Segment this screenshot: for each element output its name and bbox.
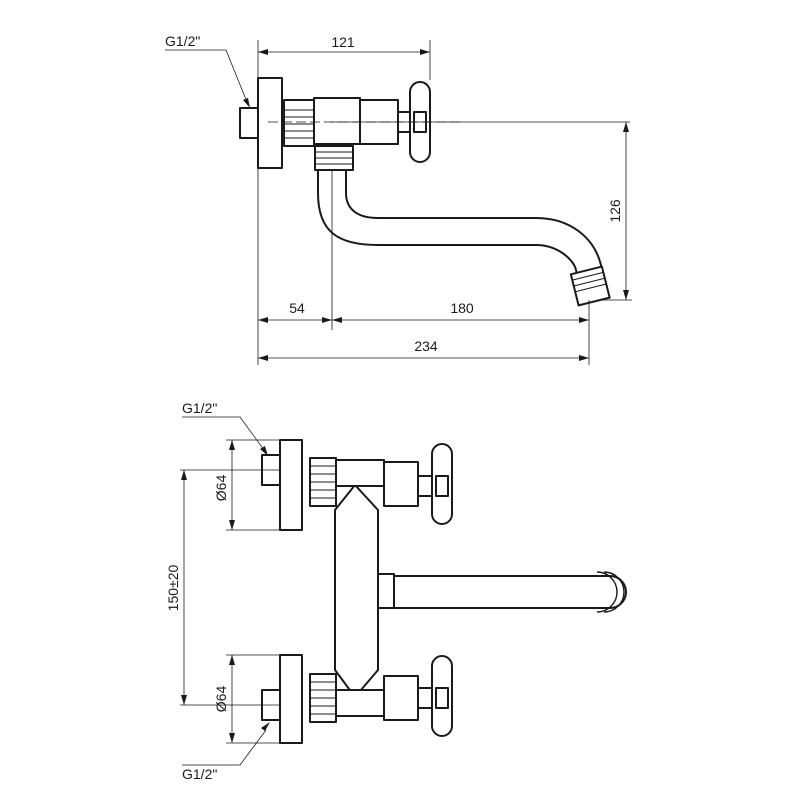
front-thread-label-bottom: G1/2" — [182, 766, 217, 782]
front-bottom-arm — [335, 689, 385, 717]
side-spout — [317, 169, 603, 279]
side-hex-nut — [283, 99, 315, 147]
front-top-valve — [383, 461, 419, 507]
dim-flange-top: Ø64 — [213, 475, 229, 502]
side-body — [313, 97, 361, 145]
front-bottom-valve — [383, 675, 419, 721]
dim-offset: 54 — [289, 300, 305, 316]
front-top-flange — [279, 439, 303, 531]
side-aerator — [569, 265, 611, 307]
dim-top-width: 121 — [331, 34, 355, 50]
front-bottom-flange — [279, 654, 303, 744]
front-aerator — [603, 571, 625, 613]
front-body — [334, 484, 379, 698]
dim-height: 126 — [607, 199, 623, 223]
dim-flange-bottom: Ø64 — [213, 686, 229, 713]
front-top-arm — [335, 459, 385, 487]
dim-centers: 150±20 — [165, 564, 181, 611]
front-thread-label-top: G1/2" — [182, 400, 217, 416]
side-flange — [257, 77, 283, 169]
side-thread-label: G1/2" — [165, 33, 200, 49]
front-spout — [393, 575, 627, 609]
front-spout-collar — [377, 573, 395, 609]
dim-total: 234 — [414, 338, 438, 354]
dim-spout: 180 — [450, 300, 474, 316]
side-view: 121 126 54 180 234 G1/2" — [165, 33, 632, 365]
front-view: 150±20 Ø64 Ø64 G1/2" G1/2" — [165, 400, 627, 782]
